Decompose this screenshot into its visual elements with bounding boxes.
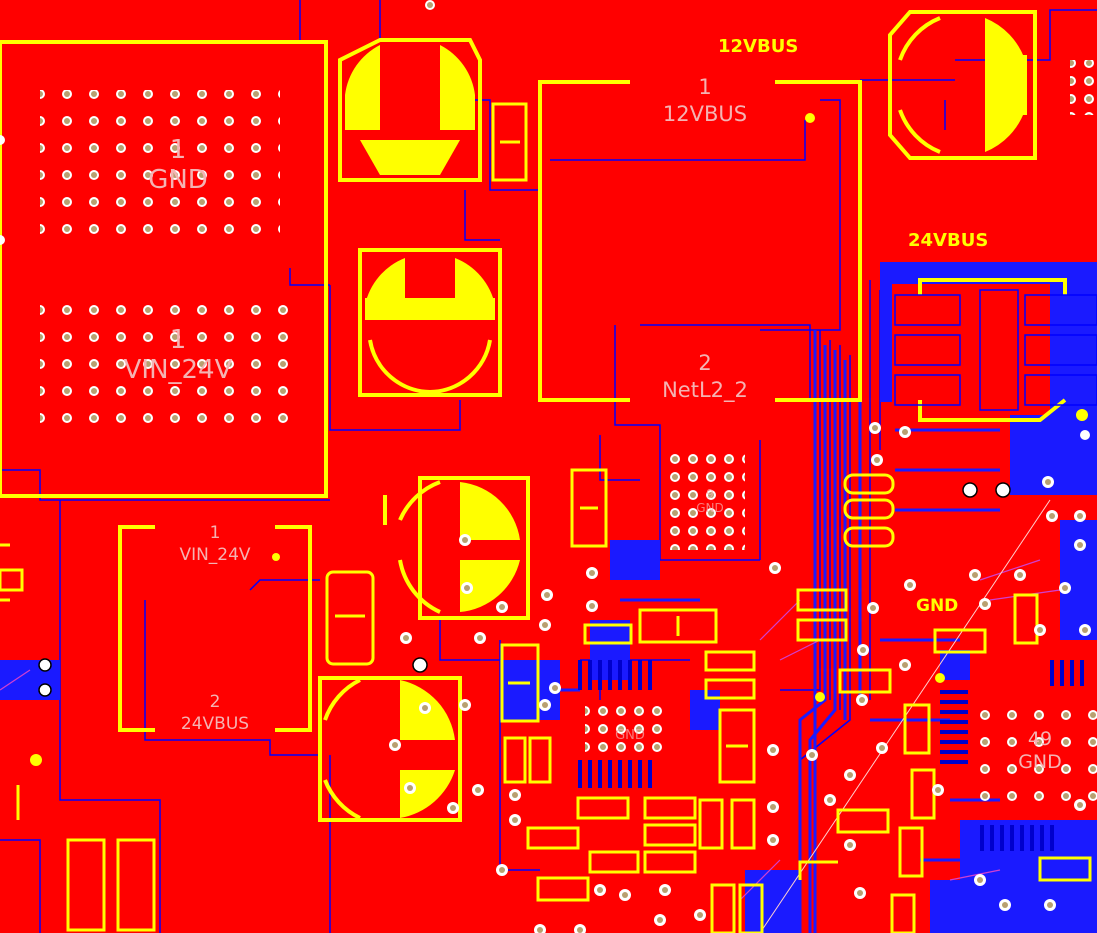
- capacitor-c1: [338, 38, 482, 182]
- pad-vin-big: 1 VIN_24V: [98, 325, 258, 385]
- mcu-vias: [975, 695, 1097, 815]
- pad-mcu-gnd: 49 GND: [1005, 728, 1075, 774]
- buck-ic-vias: [585, 700, 665, 755]
- pad-net-name: 12VBUS: [662, 102, 748, 126]
- pad-buck-gnd: GND: [605, 728, 655, 744]
- pad-ic-gnd: 9 GND: [690, 487, 730, 515]
- gnd-copper-pad: [0, 42, 326, 268]
- pad-l2-pin1: 1 12VBUS: [640, 74, 770, 128]
- silk-24vbus-label: 24VBUS: [908, 230, 989, 251]
- l2-pin1-marker: [805, 113, 815, 123]
- pad-number: 1: [169, 135, 187, 165]
- pad-number: 2: [209, 692, 221, 712]
- pad-l2-pin2: 2 NetL2_2: [640, 350, 770, 404]
- smd-components: [0, 102, 1092, 933]
- power-ic-package: [918, 278, 1067, 422]
- power-ic-pads: [894, 289, 1097, 411]
- ic-thermal-vias: [665, 450, 745, 550]
- pad-gnd-big: 1 GND: [118, 135, 238, 195]
- pad-number: 9: [706, 487, 714, 501]
- input-connector-silkscreen: [0, 40, 328, 498]
- capacitor-c2: [358, 248, 502, 397]
- capacitor-c3: [383, 476, 530, 620]
- pad-net-name: VIN_24V: [123, 355, 233, 385]
- pad-net-name: 24VBUS: [180, 714, 250, 734]
- pad-number: 2: [698, 351, 712, 375]
- connector-vias: [1070, 60, 1097, 115]
- inductor-l2-outline: [538, 80, 862, 402]
- vin-copper-pad: [40, 300, 300, 440]
- pad-net-name: NetL2_2: [662, 378, 748, 402]
- pad-number: 1: [169, 325, 187, 355]
- pad-net-name: GND: [1018, 751, 1062, 773]
- silk-12vbus-label: 12VBUS: [718, 36, 799, 57]
- capacitor-c5: [888, 10, 1037, 160]
- inductor-l1-outline: [118, 525, 312, 732]
- pad-l1-pin1: 1 VIN_24V: [160, 522, 270, 566]
- bottom-traces: [560, 300, 1000, 933]
- buck-ic-pins: [578, 660, 1084, 851]
- pad-number: 1: [698, 75, 712, 99]
- pad-number: 1: [209, 523, 221, 543]
- capacitor-c4: [318, 676, 462, 822]
- pad-number: 49: [1027, 728, 1053, 750]
- pad-net-name: GND: [615, 728, 645, 743]
- pad-l1-pin2: 2 24VBUS: [160, 691, 270, 735]
- pad-net-name: GND: [696, 501, 724, 515]
- l1-pin1-marker: [272, 553, 280, 561]
- silk-gnd-label: GND: [916, 596, 959, 616]
- pad-net-name: VIN_24V: [179, 545, 251, 565]
- pad-net-name: GND: [148, 165, 208, 195]
